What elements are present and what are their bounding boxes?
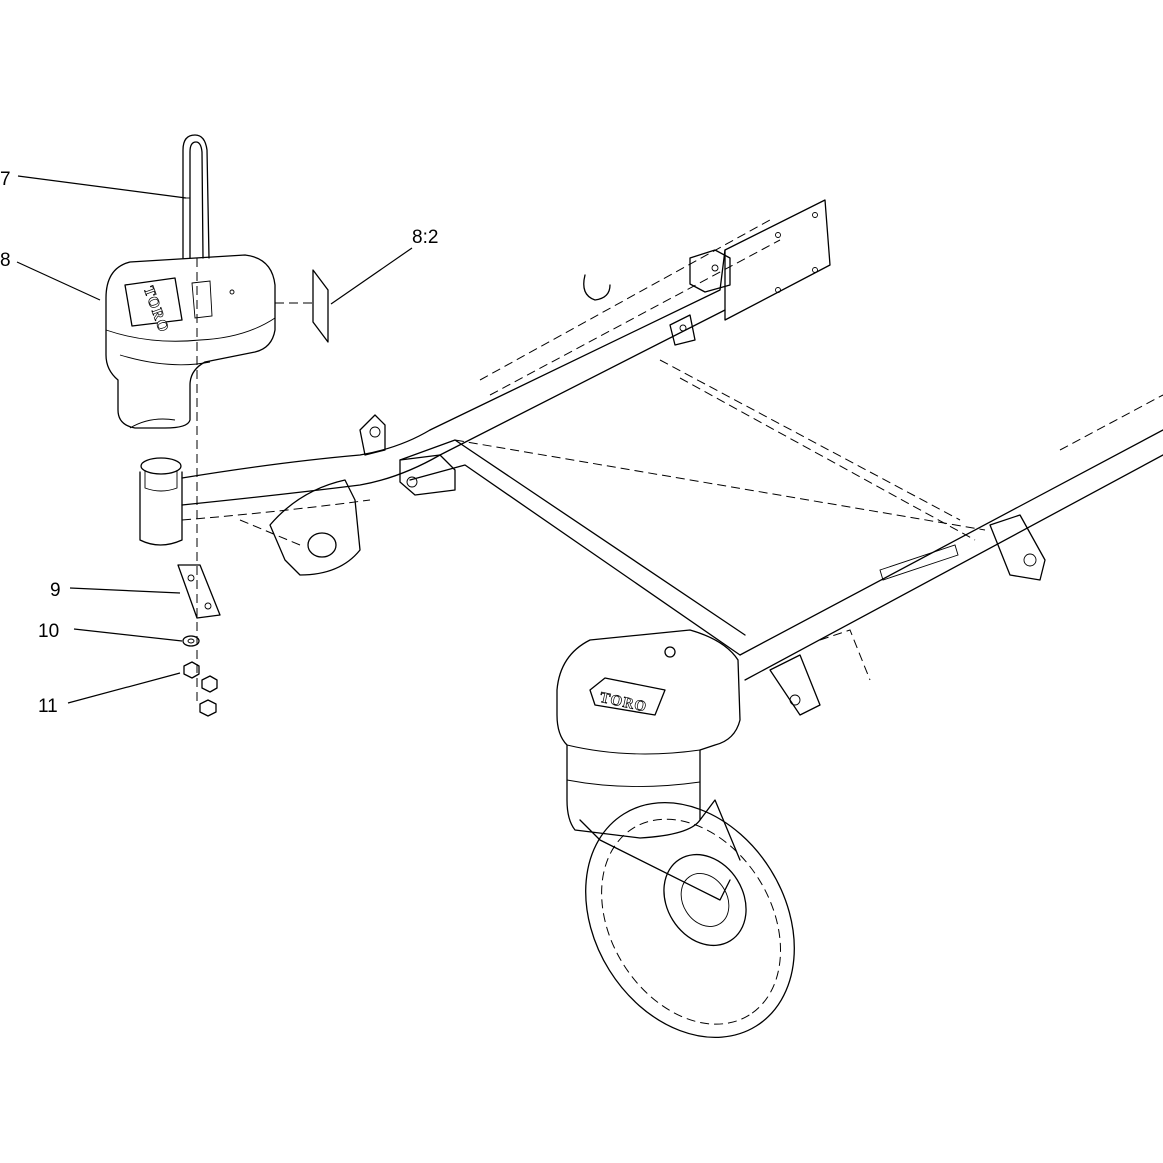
callout-8-2: 8:2 [330,227,438,305]
plate-part [177,564,221,619]
weight-cover-part: TORO [105,254,276,429]
callout-8-leader [16,261,101,301]
callout-7-label: 7 [0,169,11,190]
u-pin-part [182,134,210,259]
callout-9-label: 9 [50,580,61,601]
callout-11-label: 11 [38,696,58,717]
toro-logo-plate-right: TORO [589,677,666,716]
callout-7-leader [17,175,187,199]
caster-spindle-part [139,457,183,546]
frame-assembly [181,199,1163,716]
decal-part [275,269,329,343]
callout-10-leader [73,628,183,642]
callout-9: 9 [50,580,181,601]
toro-logo-text-left: TORO [140,284,171,334]
toro-logo-plate-left: TORO [124,277,183,335]
callout-11-leader [67,672,181,704]
toro-logo-text-right: TORO [598,690,648,716]
callout-9-leader [69,587,181,594]
callout-8-2-label: 8:2 [412,227,438,248]
callout-8: 8 [0,250,101,301]
callout-8-2-leader [330,247,413,305]
callout-8-label: 8 [0,250,11,271]
nut-part-2 [201,675,218,693]
callout-10: 10 [38,621,183,642]
callout-10-label: 10 [38,621,59,642]
nut-part-3 [199,699,217,717]
nut-part-1 [183,661,200,679]
washer-part [182,635,200,647]
callout-7: 7 [0,169,187,199]
callout-11: 11 [38,672,181,717]
right-caster-assembly: TORO [556,629,795,1039]
